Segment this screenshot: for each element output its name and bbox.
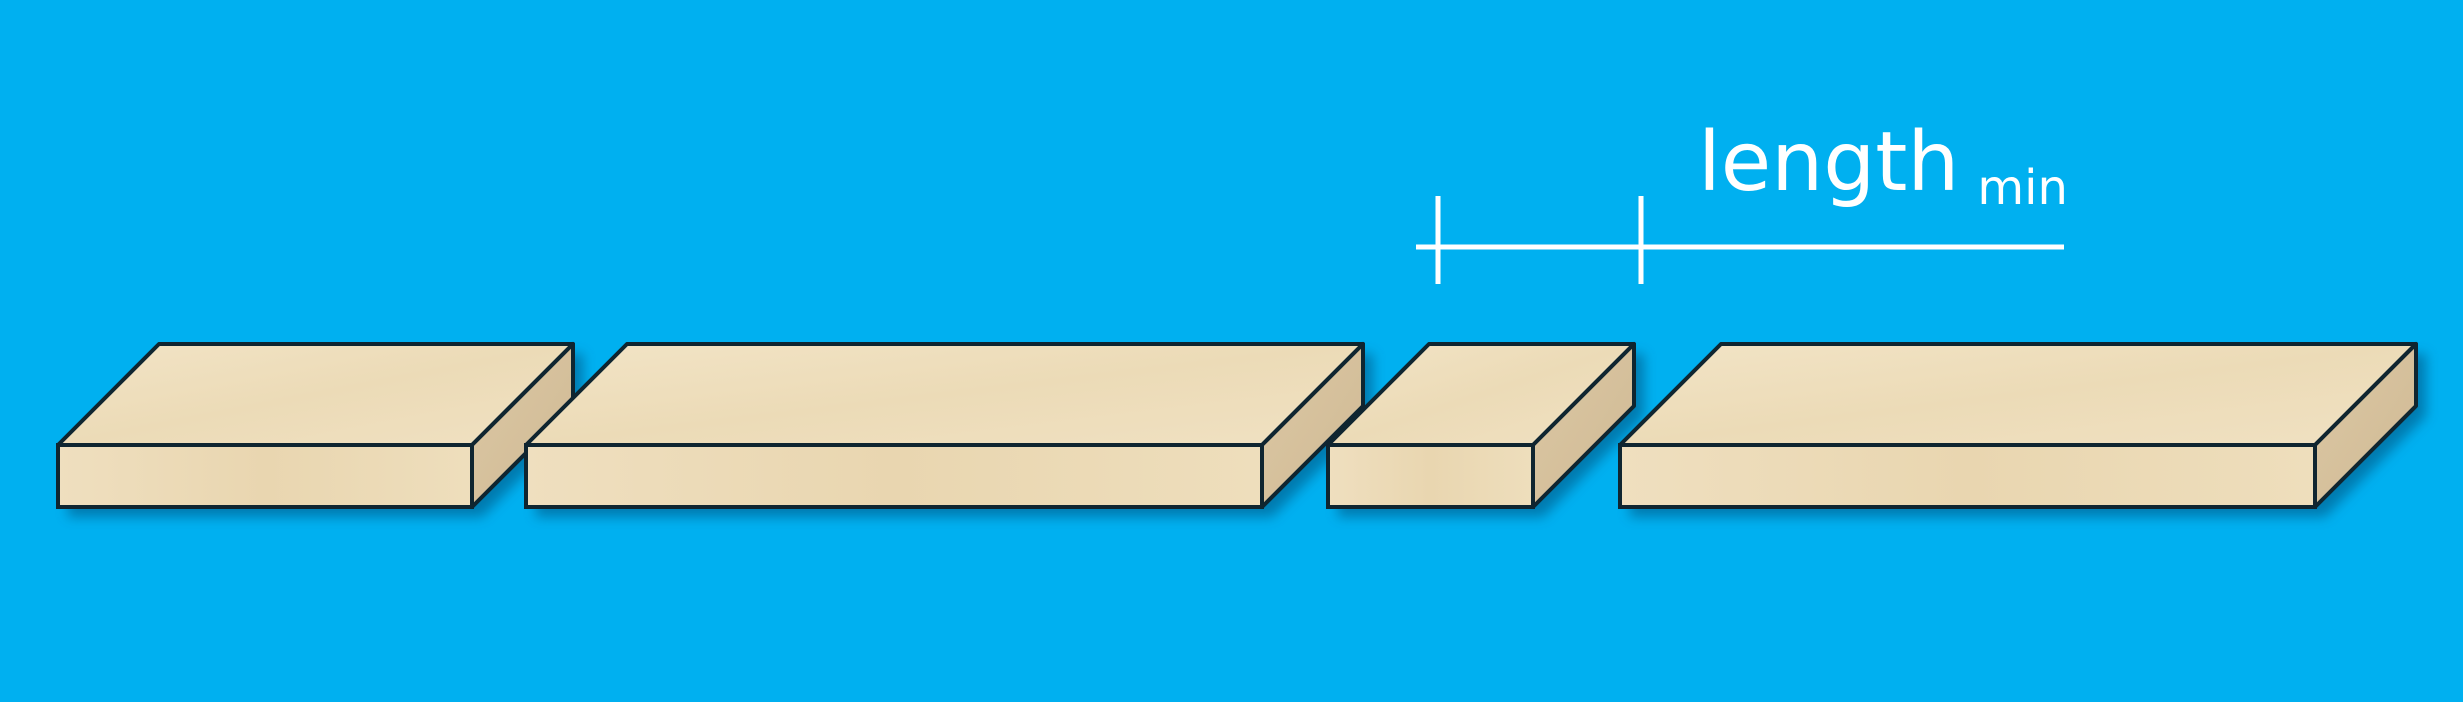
board-4 xyxy=(1618,342,2418,509)
boards-group xyxy=(56,342,2418,509)
board-2-front-face xyxy=(524,443,1264,509)
board-4-front-face xyxy=(1618,443,2317,509)
dimension-label-subscript: min xyxy=(1977,160,2068,216)
board-3-short-front-face xyxy=(1326,443,1535,509)
dimension-label-main: length xyxy=(1698,115,1960,210)
board-4-top-face xyxy=(1618,342,2418,447)
board-2-top-face xyxy=(524,342,1365,447)
board-1-front-face xyxy=(56,443,474,509)
board-3-short xyxy=(1326,342,1636,509)
board-1 xyxy=(56,342,575,509)
length-min-dimension xyxy=(1416,196,2064,284)
board-2 xyxy=(524,342,1365,509)
